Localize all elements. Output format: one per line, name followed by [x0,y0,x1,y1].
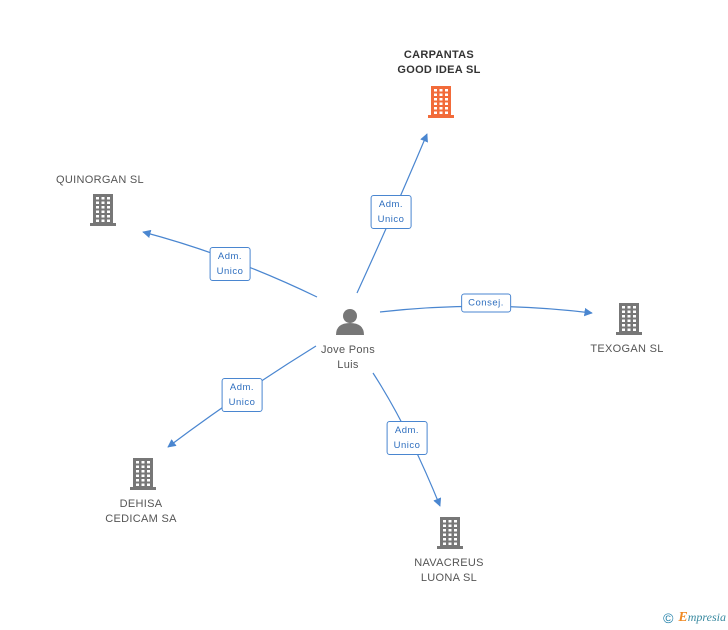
relation-label-texogan[interactable]: Consej. [461,293,511,313]
building-icon-navacreus[interactable] [437,517,463,549]
person-name[interactable]: Jove Pons Luis [320,344,376,371]
relation-label-carpantas[interactable]: Adm. Unico [370,195,412,229]
building-icon-texogan[interactable] [616,303,642,335]
relation-label-quinorgan[interactable]: Adm. Unico [209,247,251,281]
building-icon-dehisa[interactable] [130,458,156,490]
company-name-texogan[interactable]: TEXOGAN SL [590,343,664,355]
company-name-dehisa[interactable]: DEHISA CEDICAM SA [105,498,177,525]
relation-label-navacreus[interactable]: Adm. Unico [386,421,428,455]
person-icon[interactable] [336,309,364,335]
brand-logo[interactable]: Empresia [678,610,726,625]
footer-brand: © Empresia [663,610,726,626]
company-name-navacreus[interactable]: NAVACREUS LUONA SL [414,557,484,584]
relation-label-dehisa[interactable]: Adm. Unico [221,378,263,412]
copyright-icon: © [663,610,674,626]
building-icon-quinorgan[interactable] [90,194,116,226]
company-name-carpantas[interactable]: CARPANTAS GOOD IDEA SL [397,49,481,76]
company-name-quinorgan[interactable]: QUINORGAN SL [56,174,144,186]
building-icon-carpantas[interactable] [428,86,454,118]
